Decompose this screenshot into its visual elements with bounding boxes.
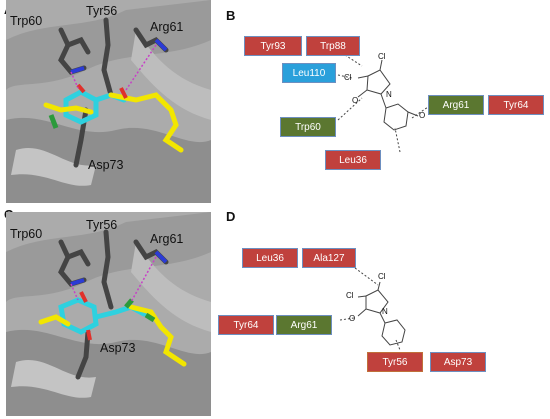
residue-box-trp88-b: Trp88: [306, 36, 360, 56]
panel-label-b: B: [226, 8, 236, 23]
residue-box-tyr56-d: Tyr56: [367, 352, 423, 372]
atom-cl-top-b: Cl: [378, 52, 386, 61]
atom-n-d: N: [382, 307, 388, 316]
panel-label-d: D: [226, 209, 236, 224]
residue-label-arg61-c: Arg61: [150, 232, 184, 246]
atom-o-carbonyl-b: O: [352, 96, 359, 105]
residue-label-tyr56-a: Tyr56: [86, 4, 118, 18]
protein-structure-c: [6, 212, 211, 416]
atom-n-b: N: [386, 90, 392, 99]
residue-label-asp73-a: Asp73: [88, 158, 124, 172]
atom-o-carbonyl-d: O: [349, 314, 356, 323]
residue-label-trp60-a: Trp60: [10, 14, 43, 28]
residue-label-arg61-a: Arg61: [150, 20, 184, 34]
residue-box-asp73-d: Asp73: [430, 352, 486, 372]
residue-box-trp60-b: Trp60: [280, 117, 336, 137]
residue-label-tyr56-c: Tyr56: [86, 218, 118, 232]
molecular-view-c: [6, 212, 211, 416]
protein-structure-a: [6, 0, 211, 203]
residue-box-tyr93-b: Tyr93: [244, 36, 302, 56]
residue-box-tyr64-d: Tyr64: [218, 315, 274, 335]
atom-cl-left-b: Cl: [344, 73, 352, 82]
residue-box-ala127-d: Ala127: [302, 248, 356, 268]
residue-box-arg61-d: Arg61: [276, 315, 332, 335]
residue-box-leu110-b: Leu110: [282, 63, 336, 83]
molecular-view-a: [6, 0, 211, 203]
atom-o-hydroxyl-b: O: [419, 111, 426, 120]
residue-box-leu36-d: Leu36: [242, 248, 298, 268]
residue-label-trp60-c: Trp60: [10, 227, 43, 241]
residue-box-tyr64-b: Tyr64: [488, 95, 544, 115]
residue-box-leu36-b: Leu36: [325, 150, 381, 170]
residue-box-arg61-b: Arg61: [428, 95, 484, 115]
atom-cl-top-d: Cl: [378, 272, 386, 281]
residue-label-asp73-c: Asp73: [100, 341, 136, 355]
atom-cl-left-d: Cl: [346, 291, 354, 300]
